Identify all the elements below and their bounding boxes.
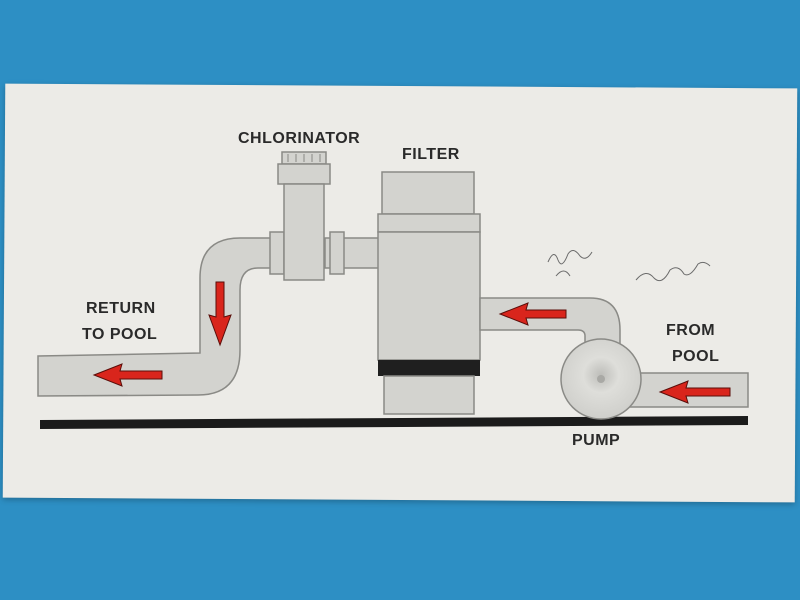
pump-label: PUMP [572,432,621,449]
return-label-line1: RETURN [86,300,156,317]
pen-scribble [547,250,593,277]
chlorinator-label: CHLORINATOR [238,130,361,147]
pump-hub [597,375,605,383]
filter [377,171,481,415]
arrow-from-pool [658,380,731,404]
filter-label: FILTER [402,146,460,163]
arrow-chlorinator-down [208,281,232,347]
return-pipe [37,237,291,397]
ground-line [40,416,748,429]
filter-band [378,360,480,376]
return-label-line2: TO POOL [82,326,158,343]
arrow-pump-to-filter [498,302,567,326]
pen-scribble-2 [635,261,711,282]
from-label-line1: FROM [666,322,716,339]
from-label-line2: POOL [672,348,720,365]
left-coupling [269,231,285,275]
chlorinator [277,151,331,281]
arrow-return-to-pool [92,363,163,387]
right-coupling [329,231,345,275]
